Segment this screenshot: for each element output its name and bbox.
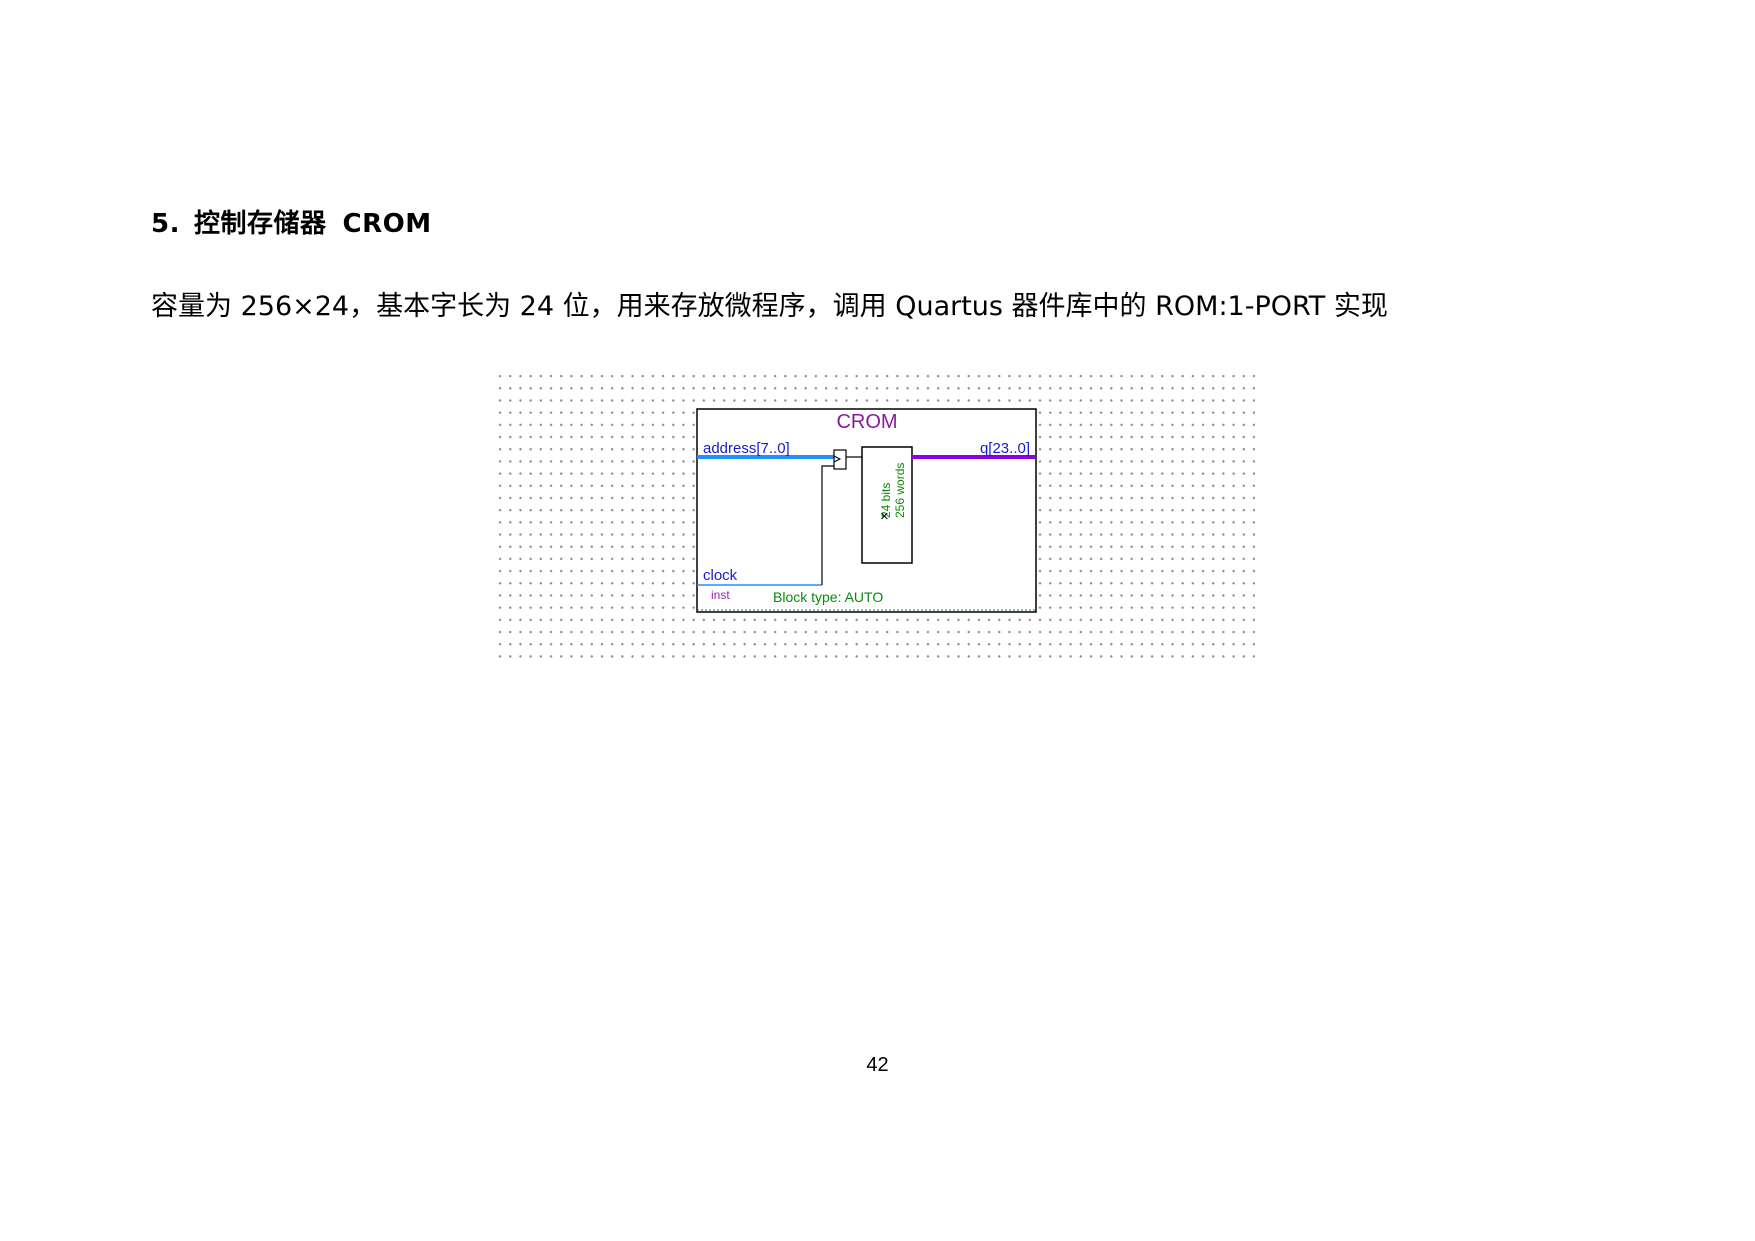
section-number: 5. [151,209,180,239]
page-number: 42 [866,1054,889,1076]
rom-multiply-symbol: × [880,508,889,525]
instance-label: inst [711,588,730,602]
crom-block-diagram: CROM address[7..0] clock 24 bits 256 wor… [491,366,1255,666]
register-clock-mark [833,455,842,463]
section-keyword: CROM [342,209,432,239]
rom-depth-label: 256 words [893,463,907,518]
rom-width-label: 24 bits [879,483,893,518]
block-title: CROM [836,411,897,433]
output-port-label: q[23..0] [980,440,1030,457]
address-port-label: address[7..0] [703,440,790,457]
clock-port-label: clock [703,567,738,584]
block-type-label: Block type: AUTO [773,589,883,605]
section-heading: 5. 控制存储器 CROM [151,203,432,240]
section-title: 控制存储器 [193,209,327,239]
crom-schematic: CROM address[7..0] clock 24 bits 256 wor… [696,408,1037,613]
description-paragraph: 容量为 256×24，基本字长为 24 位，用来存放微程序，调用 Quartus… [151,291,1388,322]
clock-wire [821,465,834,585]
rom-memory-block [861,446,913,564]
